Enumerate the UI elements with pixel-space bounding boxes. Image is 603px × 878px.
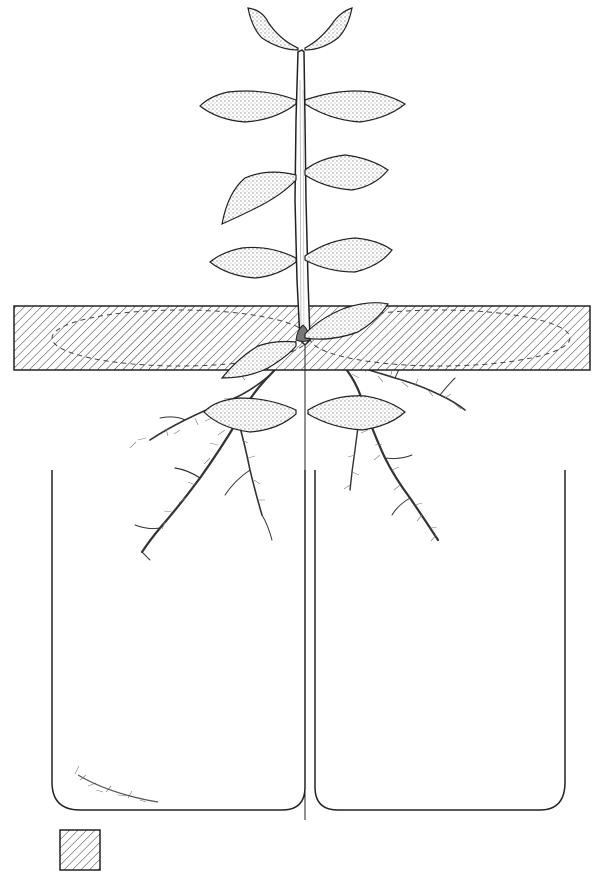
leaf-top-left xyxy=(248,8,298,50)
leaf-2-left xyxy=(222,172,296,224)
leaf-3-right xyxy=(305,238,392,272)
hatched-square-icon xyxy=(60,830,100,870)
leaf-5-right xyxy=(308,396,405,430)
legend xyxy=(60,830,100,870)
root-fragment-left xyxy=(78,775,158,802)
pot-right xyxy=(315,470,565,810)
leaf-top-right xyxy=(305,8,352,50)
leaf-2-right xyxy=(305,155,388,190)
stem xyxy=(295,50,310,345)
leaf-3-left xyxy=(210,247,296,278)
leaf-1-right xyxy=(305,91,405,122)
pot-left xyxy=(52,470,305,810)
leaf-1-left xyxy=(200,91,296,122)
leaf-5-left xyxy=(204,398,296,432)
root-hairs-right xyxy=(344,361,461,541)
